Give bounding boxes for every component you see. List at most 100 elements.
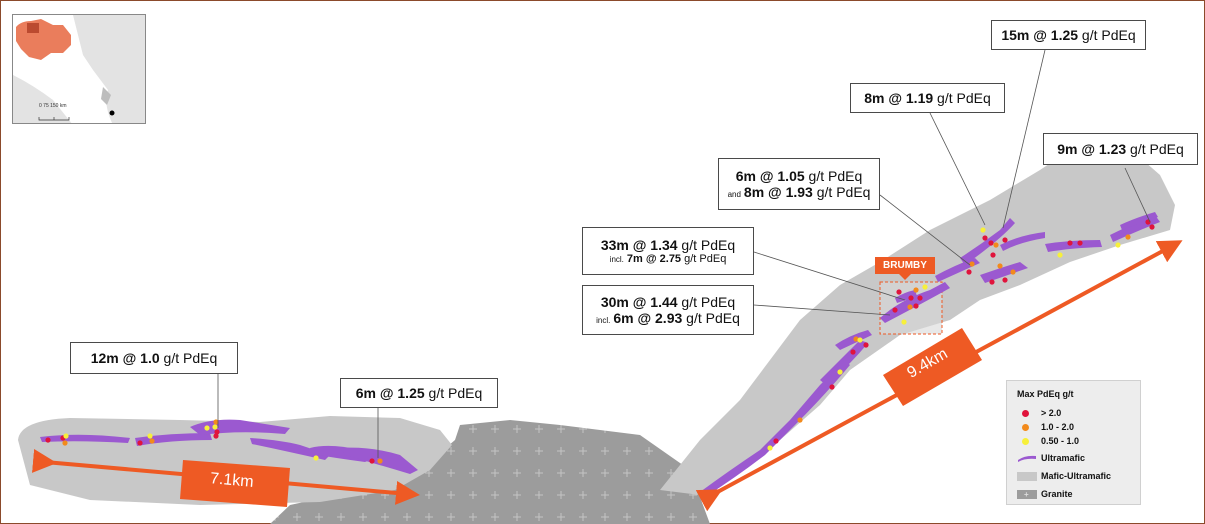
sample-point <box>993 242 999 248</box>
sample-point <box>913 287 919 293</box>
sample-point <box>45 437 51 443</box>
callout-7m-rest: g/t PdEq <box>681 252 727 265</box>
sample-point <box>907 304 913 310</box>
callout-6m-bold: 6m @ 1.05 <box>735 167 805 184</box>
callout-8m: 8m @ 1.19 g/t PdEq <box>850 83 1005 113</box>
distance-arrow-west <box>31 448 420 507</box>
sample-point <box>837 369 843 375</box>
sample-point <box>137 440 143 446</box>
callout-12m: 12m @ 1.0 g/t PdEq <box>70 342 238 374</box>
legend-label-mid: 1.0 - 2.0 <box>1041 422 1075 432</box>
callout-6m125: 6m @ 1.25 g/t PdEq <box>340 378 498 408</box>
callout-15m-bold: 15m @ 1.25 <box>1001 26 1079 43</box>
sample-point <box>369 458 375 464</box>
sample-point <box>901 319 907 325</box>
legend-label-high: > 2.0 <box>1041 408 1062 418</box>
sample-point <box>1077 240 1083 246</box>
callout-6m293-bold: 6m @ 2.93 <box>613 310 683 326</box>
sample-point <box>1010 269 1016 275</box>
sample-point <box>850 349 856 355</box>
ultramafic-swatch-icon <box>1018 455 1036 462</box>
callout-30m-rest: g/t PdEq <box>677 293 736 310</box>
callout-8m193-bold: 8m @ 1.93 <box>743 184 813 200</box>
sample-point <box>213 433 219 439</box>
legend-row-granite: + Granite <box>1017 487 1140 501</box>
legend-row-mafic: Mafic-Ultramafic <box>1017 469 1140 483</box>
callout-12m-rest: g/t PdEq <box>159 349 218 366</box>
legend-row-high: > 2.0 <box>1017 406 1140 420</box>
sample-point <box>892 307 898 313</box>
distance-arrow-east <box>695 240 1183 512</box>
yellow-dot-icon <box>1022 437 1029 445</box>
callout-30m-incl: incl. <box>596 316 611 325</box>
legend-row-ultramafic: Ultramafic <box>1017 451 1140 465</box>
sample-point <box>147 433 153 439</box>
sample-point <box>63 433 69 439</box>
sample-point <box>212 424 218 430</box>
sample-point <box>922 284 928 290</box>
sample-point <box>767 445 773 451</box>
callout-15m-rest: g/t PdEq <box>1078 26 1136 43</box>
sample-point <box>982 235 988 241</box>
sample-point <box>1125 234 1131 240</box>
callout-9m-rest: g/t PdEq <box>1126 140 1184 157</box>
sample-point <box>1115 242 1121 248</box>
mafic-swatch-icon <box>1017 471 1037 481</box>
sample-point <box>990 252 996 258</box>
callout-8m193-rest: g/t PdEq <box>812 184 871 200</box>
callout-6m125-rest: g/t PdEq <box>424 384 483 401</box>
legend-label-ultramafic: Ultramafic <box>1041 453 1086 463</box>
sample-point <box>988 240 994 246</box>
sample-point <box>896 289 902 295</box>
distance-label-west: 7.1km <box>209 470 255 491</box>
legend-row-low: 0.50 - 1.0 <box>1017 434 1140 448</box>
inset-map-graphic <box>13 15 145 123</box>
sample-point <box>989 279 995 285</box>
sample-point <box>204 425 210 431</box>
callout-9m: 9m @ 1.23 g/t PdEq <box>1043 133 1198 165</box>
callout-6m293-rest: g/t PdEq <box>682 310 740 326</box>
granite-swatch-icon: + <box>1017 489 1037 499</box>
brumby-label: BRUMBY <box>875 257 935 280</box>
sample-point <box>1002 237 1008 243</box>
legend-label-granite: Granite <box>1041 489 1073 499</box>
sample-point <box>797 417 803 423</box>
callout-6m-rest: g/t PdEq <box>804 167 863 184</box>
callout-6m-and: and <box>727 190 741 199</box>
legend: Max PdEq g/t > 2.0 1.0 - 2.0 0.50 - 1.0 … <box>1006 380 1141 505</box>
callout-7m-bold: 7m @ 2.75 <box>626 252 682 265</box>
sample-point <box>1149 224 1155 230</box>
callout-9m-bold: 9m @ 1.23 <box>1057 140 1127 157</box>
sample-point <box>966 269 972 275</box>
red-dot-icon <box>1022 409 1029 417</box>
sample-point <box>1057 252 1063 258</box>
legend-row-mid: 1.0 - 2.0 <box>1017 420 1140 434</box>
sample-point <box>313 455 319 461</box>
orange-dot-icon <box>1022 423 1029 431</box>
inset-scale-text: 0 75 150 km <box>39 103 67 109</box>
inset-map: 0 75 150 km <box>12 14 146 124</box>
sample-point <box>829 384 835 390</box>
callout-30m: 30m @ 1.44 g/t PdEq incl.6m @ 2.93 g/t P… <box>582 285 754 335</box>
callout-15m: 15m @ 1.25 g/t PdEq <box>991 20 1146 50</box>
callout-8m-rest: g/t PdEq <box>933 89 991 106</box>
callout-33m-incl: incl. <box>609 254 624 264</box>
sample-point <box>980 227 986 233</box>
sample-point <box>149 438 155 444</box>
sample-point <box>997 263 1003 269</box>
sample-point <box>969 261 975 267</box>
sample-point <box>1002 277 1008 283</box>
sample-point <box>863 342 869 348</box>
legend-label-mafic: Mafic-Ultramafic <box>1041 471 1112 481</box>
sample-point <box>917 295 923 301</box>
callout-8m-bold: 8m @ 1.19 <box>864 89 934 106</box>
legend-title: Max PdEq g/t <box>1017 389 1074 399</box>
callout-30m-bold: 30m @ 1.44 <box>600 293 678 310</box>
legend-label-low: 0.50 - 1.0 <box>1041 436 1080 446</box>
callout-33m-rest: g/t PdEq <box>677 236 736 253</box>
scale-bar <box>38 117 70 121</box>
callout-6m125-bold: 6m @ 1.25 <box>355 384 425 401</box>
callout-33m: 33m @ 1.34 g/t PdEq incl.7m @ 2.75 g/t P… <box>582 227 754 275</box>
